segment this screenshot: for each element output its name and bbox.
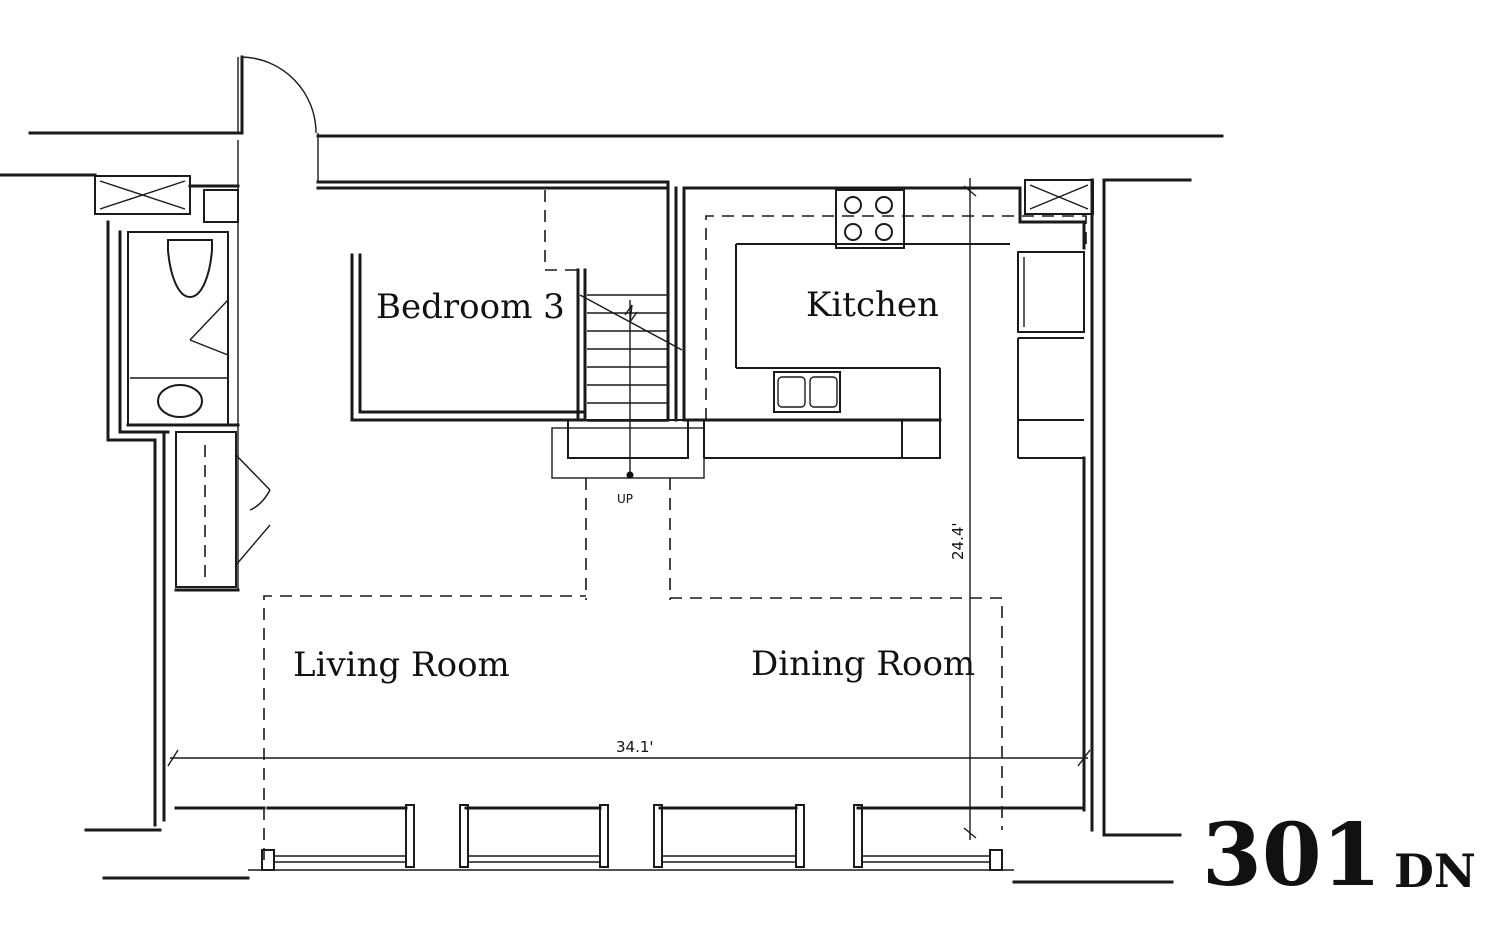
left-walls [0,173,240,827]
top-wall [316,180,1022,422]
entry-door[interactable] [237,55,319,590]
bedroom-walls [350,190,587,422]
room-label-dining-room: Dining Room [751,644,975,684]
room-label-living-room: Living Room [293,645,510,685]
dimension-width: 34.1' [616,738,654,756]
corridor-wall [28,131,1224,138]
unit-number: 301 [1202,805,1382,906]
window-mullions [261,804,1003,871]
room-label-bedroom-3: Bedroom 3 [376,287,565,327]
closet [174,431,271,592]
depth-dimension-line [963,178,977,840]
stairs [551,294,705,600]
bathroom [127,231,229,426]
width-dimension-line [167,749,1091,767]
living-dining-zones [263,595,1003,860]
stair-up-label: UP [617,492,633,506]
sink-icon [157,384,203,418]
room-label-kitchen: Kitchen [806,285,939,325]
dimension-depth: 24.4' [949,522,967,560]
unit-direction: DN [1394,844,1476,898]
window-glazing [248,855,1014,871]
kitchen-counters [682,189,1087,459]
right-walls [1017,178,1192,837]
toilet-icon [167,239,213,299]
bottom-wall [84,806,1174,884]
